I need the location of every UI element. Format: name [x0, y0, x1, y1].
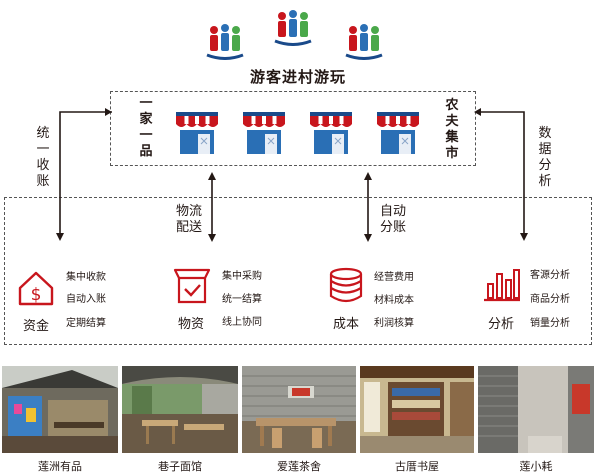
logistics-label: 配送	[176, 220, 203, 235]
collect-label-char: 统	[36, 126, 50, 141]
analysis-arrow	[472, 104, 536, 242]
category-item: 统一结算	[222, 294, 262, 305]
basket-check-icon	[172, 266, 212, 306]
photo-xiangzi-mianguan	[122, 366, 238, 453]
category-item: 材料成本	[374, 295, 414, 306]
category-item: 自动入账	[66, 294, 106, 305]
market-right-char: 夫	[445, 114, 459, 129]
category-item: 利润核算	[374, 318, 414, 329]
photo-lianzhou-youpin	[2, 366, 118, 453]
analysis-label-char: 析	[538, 174, 552, 189]
market-left-char: 一	[139, 96, 153, 111]
collect-label-char: 收	[36, 158, 50, 173]
people-group-icon	[206, 22, 244, 60]
settlement-arrow	[362, 172, 374, 242]
bar-chart-icon	[482, 264, 522, 304]
photo-caption: 古厝书屋	[395, 460, 439, 473]
management-box	[4, 197, 592, 345]
category-label: 资金	[23, 319, 50, 334]
photo-caption: 莲小耗	[519, 460, 553, 473]
collect-label-char: 账	[36, 174, 50, 189]
logistics-arrow	[206, 172, 218, 242]
category-item: 客源分析	[530, 270, 570, 281]
photo-caption: 莲洲有品	[38, 460, 82, 473]
collect-label-char: 一	[36, 142, 50, 157]
category-label: 物资	[178, 317, 205, 332]
shop-icon	[174, 108, 220, 156]
market-left-char: 一	[139, 128, 153, 143]
analysis-label-char: 据	[538, 142, 552, 157]
page-title: 游客进村游玩	[249, 68, 346, 86]
shop-icon	[308, 108, 354, 156]
category-item: 集中收款	[66, 272, 106, 283]
category-item: 线上协同	[222, 317, 262, 328]
people-group-icon	[345, 22, 383, 60]
category-label: 分析	[488, 317, 515, 332]
analysis-label-char: 分	[538, 158, 552, 173]
photo-lian-xiaohao	[478, 366, 594, 453]
settlement-label: 自动	[380, 204, 407, 219]
svg-text:$: $	[31, 285, 42, 305]
settlement-label: 分账	[380, 220, 407, 235]
shop-icon	[375, 108, 421, 156]
category-item: 定期结算	[66, 318, 106, 329]
market-left-char: 家	[139, 112, 153, 127]
photo-gucuo-shuwu	[360, 366, 474, 453]
category-item: 销量分析	[530, 318, 570, 329]
people-group-icon	[274, 8, 312, 46]
category-label: 成本	[333, 317, 360, 332]
category-item: 集中采购	[222, 271, 262, 282]
analysis-label-char: 数	[538, 126, 552, 141]
coin-stack-icon	[326, 266, 366, 306]
logistics-label: 物流	[176, 204, 203, 219]
photo-ailian-chashe	[242, 366, 356, 453]
dollar-house-icon: $	[16, 268, 56, 308]
market-left-char: 品	[139, 144, 153, 159]
photo-caption: 爱莲茶舍	[277, 460, 321, 473]
market-box	[110, 91, 476, 166]
collect-arrow	[50, 104, 114, 242]
shop-icon	[241, 108, 287, 156]
market-right-char: 农	[445, 98, 459, 113]
photo-caption: 巷子面馆	[158, 460, 202, 473]
category-item: 经营费用	[374, 272, 414, 283]
market-right-char: 集	[445, 130, 459, 145]
category-item: 商品分析	[530, 294, 570, 305]
market-right-char: 市	[445, 146, 459, 161]
